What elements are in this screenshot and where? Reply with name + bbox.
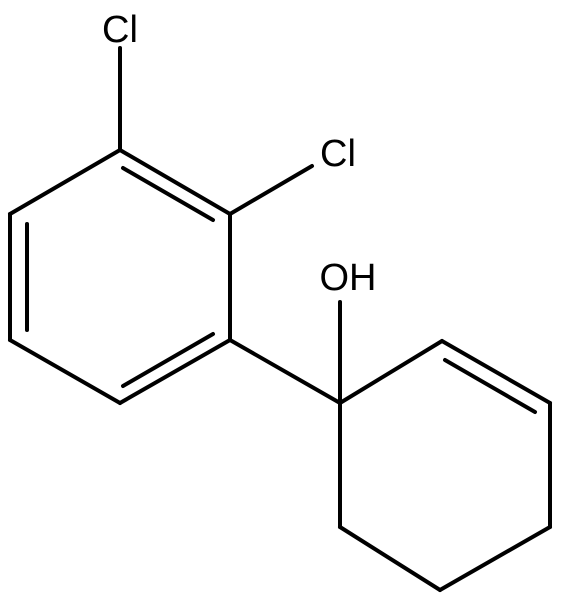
- atom-label-chlorine-top: Cl: [102, 9, 138, 51]
- bond-c2prime-c3prime: [440, 339, 552, 405]
- bond-c4prime-c5prime: [438, 525, 552, 592]
- bond-c2prime-c3prime-inner: [443, 358, 537, 414]
- bond-cq-c2prime: [338, 339, 444, 405]
- bond-c1-c2-inner: [121, 166, 215, 222]
- bond-c6-c1: [8, 148, 122, 216]
- benzene-ring: [8, 148, 232, 405]
- atom-label-chlorine-right: Cl: [320, 133, 356, 175]
- cyclohexene-ring: [338, 339, 552, 592]
- bond-c3-c4: [118, 338, 232, 405]
- bond-c3-c4-inner: [121, 332, 215, 388]
- bond-c3-cyclohexene: [228, 338, 342, 405]
- atom-label-hydroxyl: OH: [320, 257, 377, 299]
- bond-c5prime-c6prime: [338, 525, 442, 592]
- bond-c1-c2: [118, 148, 232, 216]
- bond-c2-cl: [228, 164, 314, 216]
- bond-c4-c5: [8, 338, 122, 405]
